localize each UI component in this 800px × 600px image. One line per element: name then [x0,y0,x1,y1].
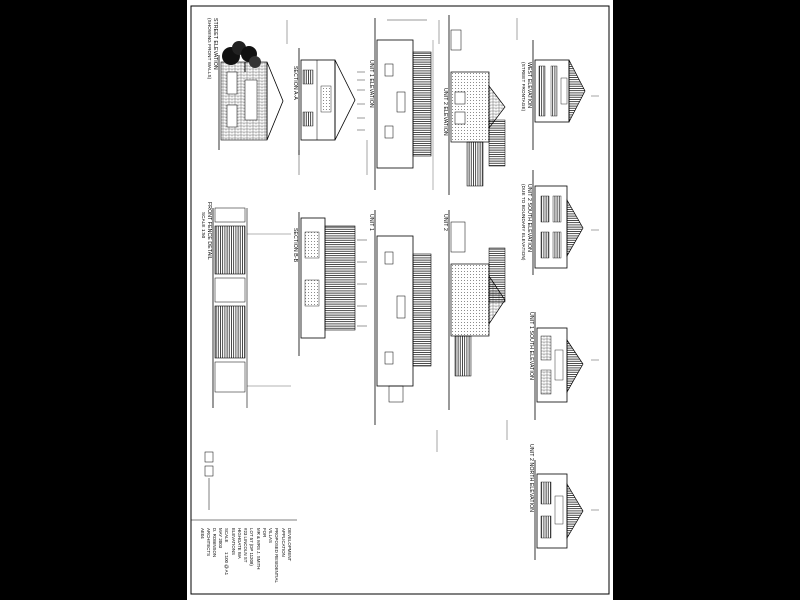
label-unit2-south: UNIT 2 SOUTH ELEVATION [526,184,532,252]
architectural-drawing [190,5,610,595]
west-elevation [532,40,586,150]
label-unit1-elevation: UNIT 1 ELEVATION [368,60,374,108]
tb-for: FOR [262,528,267,538]
tb-client: MR & MRS J. SMITH [256,528,261,570]
label-unit2-north: UNIT 2 NORTH ELEVATION [528,444,534,513]
label-section-bb: SECTION B-B [292,228,298,263]
tb-villas: VILLAS [268,528,273,543]
label-west-elevation: WEST ELEVATION [526,62,532,109]
section-aa [298,48,365,175]
unit2-plan [448,210,506,410]
unit2-elevation [448,15,506,195]
label-unit1-south: UNIT 1 SOUTH ELEVATION [528,312,534,380]
label-unit1: UNIT 1 [368,214,374,231]
unit1-south-elevation [534,312,584,420]
label-unit2-elevation: UNIT 2 ELEVATION [442,88,448,136]
label-west-elevation-sub: (STREET FRONTAGE) [521,62,526,112]
annotation-leaders [286,18,599,511]
tb-address-2: #23 LINCOLN ST [243,528,248,563]
unit1-plan [374,210,432,425]
small-detail [204,451,214,510]
tb-scale-value: 1:100 @ A1 [224,552,229,576]
tb-suburb: HIGHGATE WA [237,528,242,559]
section-bb [298,212,367,356]
tb-proposed: PROPOSED RESIDENTIAL [274,528,279,583]
tb-date: MAY 2003 [218,528,223,549]
tb-address-1: LOT 57 (DP 11208) [249,528,254,566]
unit1-elevation [374,18,434,190]
unit2-south-elevation [532,170,584,275]
tb-drawn: D. ROBINSON [212,528,217,558]
label-unit2-south-sub: (DUE TO BOUNDARY ELEVATION) [521,184,526,261]
label-section-aa: SECTION A-A [292,66,298,100]
tb-arch: ARCHITECTS [206,528,211,557]
unit2-north-elevation [534,460,584,560]
tb-scale: SCALE [224,528,229,543]
label-unit2: UNIT 2 [442,214,448,231]
label-street-elevation: STREET ELEVATION [212,18,218,70]
drawing-sheet: STREET ELEVATION (SHOWING FRONT WALLS) S… [187,0,613,600]
tb-development: DEVELOPMENT [287,528,292,562]
fence-detail [212,207,291,408]
tb-application: APPLICATION [281,528,286,557]
label-fence-scale: SCALE 1:50 [201,212,206,239]
label-fence-detail: FRONT FENCE DETAIL [206,202,212,260]
tb-elevations: ELEVATIONS [231,528,236,555]
tb-sheet-no: AE04 [200,528,205,539]
sheet-border [190,5,610,595]
label-front-walls: (SHOWING FRONT WALLS) [207,18,212,80]
street-elevation [218,41,284,150]
